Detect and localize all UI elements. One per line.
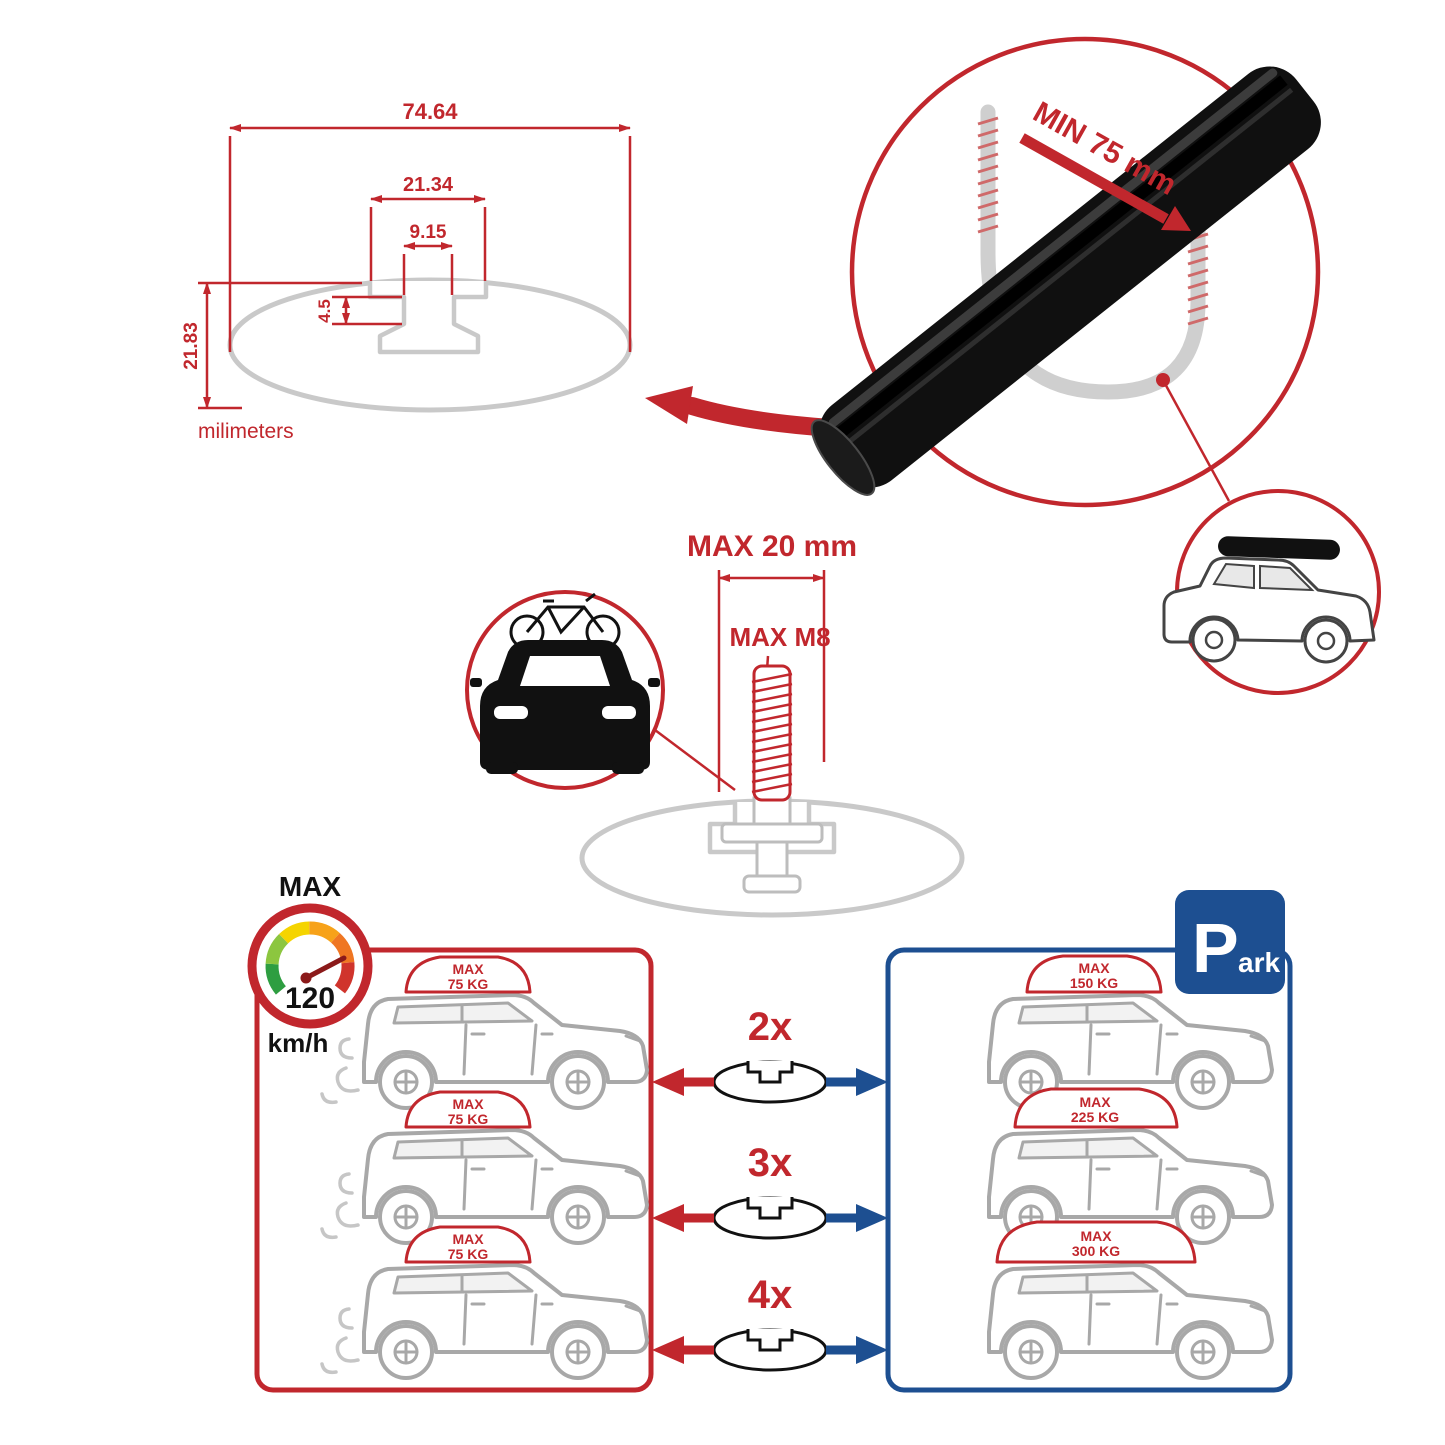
gauge-needle — [303, 955, 347, 981]
bike-car-badge — [465, 590, 736, 791]
car-front-icon — [470, 640, 660, 774]
arrow-left-red — [652, 1068, 714, 1096]
parked-car-2: MAX 225 KG — [987, 1087, 1274, 1245]
moving-car-1: MAX 75 KG — [320, 955, 649, 1110]
arrow-right-blue — [826, 1204, 888, 1232]
bolt-lower-gray — [720, 796, 824, 894]
speedometer: MAX 120 km/h — [247, 871, 373, 1058]
gauge-arc — [265, 921, 355, 995]
roof-cargo-bag — [404, 955, 532, 994]
profile-dimension-diagram: 74.64 21.34 9.15 4.5 21.83 milimeters — [181, 99, 633, 443]
roof-box — [1218, 536, 1340, 560]
speed-value: 120 — [285, 982, 335, 1015]
parked-car-3: MAX 300 KG — [987, 1220, 1274, 1380]
arrow-left-red — [652, 1336, 714, 1364]
dim-total-height-label: 21.83 — [181, 322, 202, 370]
roof-cargo-bag — [404, 1225, 532, 1264]
parked-car-1: MAX 150 KG — [987, 954, 1274, 1110]
arrow-left-red — [652, 1204, 714, 1232]
crossbar-mini-icon — [712, 1196, 828, 1240]
suv-with-roofbox — [1162, 536, 1376, 664]
parking-sign-box — [1175, 890, 1285, 994]
crossbar-end-face — [810, 419, 876, 496]
bag-max-label: MAX — [452, 961, 484, 977]
arrow-right-blue — [826, 1068, 888, 1096]
speed-max-label: MAX — [279, 871, 342, 902]
dim-unit-label: milimeters — [198, 420, 294, 443]
parking-suffix: ark — [1238, 947, 1280, 978]
bag-max-label: MAX — [1078, 960, 1110, 976]
dim-slot-depth-label: 4.5 — [315, 299, 334, 323]
crossbar-3d — [810, 66, 1321, 496]
crossbar-zoom-circle: MIN 75 mm — [810, 36, 1321, 508]
parking-letter: P — [1192, 909, 1239, 987]
moving-car-3: MAX 75 KG — [320, 1225, 649, 1380]
bike-icon — [509, 592, 621, 650]
zoom-pointer-arrow — [645, 386, 841, 437]
bag-max-label: MAX — [452, 1231, 484, 1247]
roof-cargo-bag — [1013, 1087, 1179, 1129]
speed-unit: km/h — [268, 1028, 329, 1058]
multiplier-rows: 2x 3x 4x — [652, 1005, 888, 1372]
bolt-diagram: MAX 20 mm MAX M8 — [579, 530, 965, 918]
threaded-bolt — [751, 664, 793, 802]
bag-weight-label: 75 KG — [448, 1246, 489, 1262]
u-bolt-threads-left — [977, 116, 999, 234]
roof-cargo-bag — [404, 1090, 532, 1129]
multiplier-3x: 3x — [748, 1141, 793, 1185]
multiplier-4x: 4x — [748, 1273, 793, 1317]
dim-total-width-label: 74.64 — [402, 99, 458, 124]
max-thread-label: MAX M8 — [729, 622, 830, 652]
parking-sign: P ark — [1175, 890, 1285, 994]
bag-max-label: MAX — [452, 1096, 484, 1112]
dim-channel-inner-label: 9.15 — [410, 222, 447, 243]
arrow-right-blue — [826, 1336, 888, 1364]
moving-car-2: MAX 75 KG — [320, 1090, 649, 1245]
callout-line — [654, 729, 736, 791]
crossbar-mini-icon — [712, 1328, 828, 1372]
bag-weight-label: 75 KG — [448, 976, 489, 992]
bag-weight-label: 225 KG — [1071, 1109, 1119, 1125]
bag-weight-label: 75 KG — [448, 1111, 489, 1127]
callout-line — [1161, 379, 1231, 502]
roof-cargo-bag — [995, 1220, 1197, 1264]
multiplier-2x: 2x — [748, 1005, 793, 1049]
max-protrusion-label: MAX 20 mm — [687, 530, 857, 563]
dim-channel-outer-label: 21.34 — [403, 174, 454, 196]
roof-cargo-bag — [1025, 954, 1163, 994]
zoom-circle-outline — [849, 36, 1321, 508]
crossbar-mini-icon — [712, 1060, 828, 1104]
bag-weight-label: 150 KG — [1070, 975, 1118, 991]
bag-weight-label: 300 KG — [1072, 1243, 1120, 1259]
bag-max-label: MAX — [1080, 1228, 1112, 1244]
roofbox-suv-badge — [1162, 489, 1381, 695]
gauge-pivot — [300, 972, 312, 984]
bag-max-label: MAX — [1079, 1094, 1111, 1110]
